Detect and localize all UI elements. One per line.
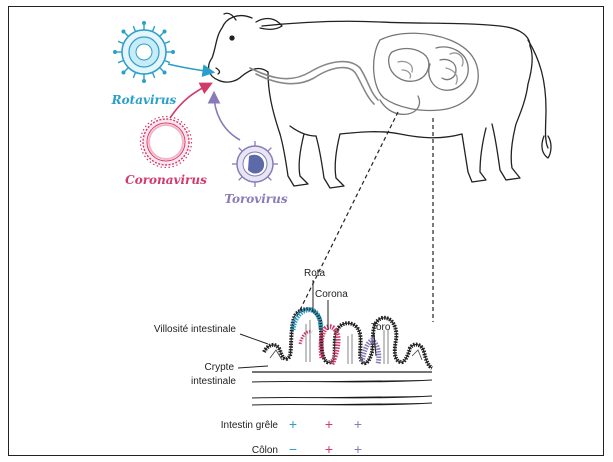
coronavirus-label: Coronavirus <box>125 173 207 187</box>
small-intestine-rota-sign: + <box>289 416 297 432</box>
rotavirus-arrow <box>168 64 212 72</box>
torovirus-arrow <box>214 94 240 140</box>
corona-label: Corona <box>315 289 348 300</box>
small-intestine-corona-sign: + <box>325 416 333 432</box>
zoom-line-left <box>296 112 398 318</box>
villus-leader <box>240 334 268 344</box>
small-intestine-toro-sign: + <box>354 416 362 432</box>
colon-toro-sign: + <box>354 441 362 457</box>
rotavirus-particle-icon <box>113 21 175 83</box>
colon-rota-sign: − <box>289 441 297 457</box>
toro-label: Toro <box>371 322 391 333</box>
torovirus-label: Torovirus <box>224 192 287 206</box>
row-label-small-intestine: Intestin grêle <box>221 420 279 431</box>
coronavirus-particle-icon <box>141 117 192 168</box>
crypt-label-line2: intestinale <box>191 376 236 387</box>
torovirus-particle-icon <box>232 141 278 187</box>
crypt-label-line1: Crypte <box>205 362 235 373</box>
infection-site-table: Intestin grêle + + + Côlon − + + <box>221 416 362 457</box>
intestine-cross-section <box>252 309 432 405</box>
rota-label: Rota <box>304 268 326 279</box>
colon-corona-sign: + <box>325 441 333 457</box>
villus-label: Villosité intestinale <box>154 324 237 335</box>
crypt-leader <box>238 366 268 368</box>
row-label-colon: Côlon <box>252 445 278 456</box>
rotavirus-label: Rotavirus <box>111 93 177 107</box>
